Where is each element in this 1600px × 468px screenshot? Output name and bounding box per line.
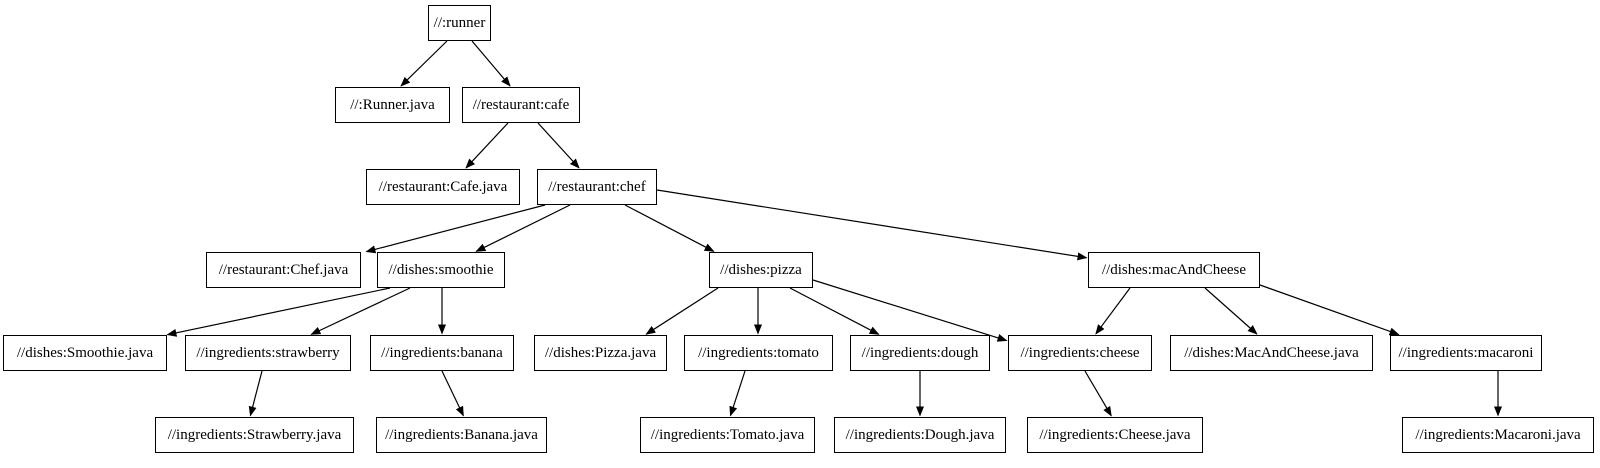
graph-node-label: //dishes:smoothie <box>388 261 494 278</box>
graph-node-macaroni[interactable]: //ingredients:macaroni <box>1390 335 1542 371</box>
graph-node-macandcheese[interactable]: //dishes:macAndCheese <box>1088 252 1260 288</box>
graph-edge-pizza-to-dough <box>789 287 880 335</box>
graph-edge-macandcheese-to-macaroni <box>1259 284 1400 336</box>
graph-node-label: //ingredients:Cheese.java <box>1039 426 1191 443</box>
graph-edge-smoothie-to-strawberry <box>310 287 411 335</box>
graph-node-label: //ingredients:macaroni <box>1398 344 1534 361</box>
graph-edge-cafe-to-chef <box>537 122 580 169</box>
graph-node-label: //dishes:Pizza.java <box>544 344 657 361</box>
graph-edge-banana-to-banana_java <box>441 370 464 417</box>
graph-node-strawberry[interactable]: //ingredients:strawberry <box>185 335 351 371</box>
graph-node-label: //ingredients:Tomato.java <box>650 426 805 443</box>
graph-node-tomato_java[interactable]: //ingredients:Tomato.java <box>640 417 815 453</box>
graph-node-label: //ingredients:Dough.java <box>845 426 995 443</box>
graph-node-label: //restaurant:Chef.java <box>218 261 349 278</box>
graph-node-label: //:runner <box>433 14 486 31</box>
graph-node-macandcheese_java[interactable]: //dishes:MacAndCheese.java <box>1170 335 1373 371</box>
graph-node-dough[interactable]: //ingredients:dough <box>850 335 990 371</box>
graph-edge-tomato-to-tomato_java <box>729 370 746 417</box>
graph-node-label: //:Runner.java <box>350 96 435 113</box>
graph-edge-chef-to-macandcheese <box>656 189 1088 261</box>
graph-node-chef[interactable]: //restaurant:chef <box>537 169 657 205</box>
graph-node-label: //ingredients:cheese <box>1020 344 1140 361</box>
graph-edge-pizza-to-cheese <box>812 279 1008 342</box>
graph-edge-macandcheese-to-cheese <box>1095 287 1131 335</box>
graph-node-label: //ingredients:Macaroni.java <box>1415 426 1581 443</box>
graph-node-cafe_java[interactable]: //restaurant:Cafe.java <box>366 169 520 205</box>
graph-edge-cheese-to-cheese_java <box>1084 370 1112 417</box>
graph-node-banana_java[interactable]: //ingredients:Banana.java <box>376 417 547 453</box>
graph-edge-macandcheese-to-macandcheese_java <box>1204 287 1258 335</box>
graph-node-label: //dishes:Smoothie.java <box>16 344 154 361</box>
graph-node-label: //dishes:macAndCheese <box>1101 261 1247 278</box>
graph-edge-chef-to-smoothie <box>475 204 571 252</box>
graph-node-label: //dishes:pizza <box>720 261 802 278</box>
graph-edge-chef-to-chef_java <box>365 204 546 254</box>
graph-edge-runner-to-runner_java <box>400 40 448 87</box>
graph-node-cheese[interactable]: //ingredients:cheese <box>1008 335 1152 371</box>
graph-node-label: //ingredients:tomato <box>698 344 819 361</box>
graph-edge-pizza-to-pizza_java <box>645 287 719 335</box>
graph-node-label: //ingredients:banana <box>381 344 503 361</box>
graph-node-chef_java[interactable]: //restaurant:Chef.java <box>206 252 361 288</box>
graph-node-label: //ingredients:Banana.java <box>385 426 538 443</box>
graph-node-banana[interactable]: //ingredients:banana <box>370 335 514 371</box>
graph-node-runner_java[interactable]: //:Runner.java <box>335 87 450 123</box>
graph-node-pizza_java[interactable]: //dishes:Pizza.java <box>534 335 667 371</box>
graph-node-strawberry_java[interactable]: //ingredients:Strawberry.java <box>155 417 354 453</box>
graph-node-cheese_java[interactable]: //ingredients:Cheese.java <box>1027 417 1203 453</box>
graph-node-label: //ingredients:strawberry <box>196 344 340 361</box>
graph-edge-smoothie-to-smoothie_java <box>166 287 391 337</box>
graph-node-cafe[interactable]: //restaurant:cafe <box>462 87 580 123</box>
graph-node-label: //dishes:MacAndCheese.java <box>1184 344 1359 361</box>
graph-edge-chef-to-pizza <box>624 204 715 252</box>
graph-node-runner[interactable]: //:runner <box>428 5 491 41</box>
graph-node-label: //restaurant:chef <box>548 178 646 195</box>
graph-edge-runner-to-cafe <box>471 40 511 87</box>
graph-node-smoothie[interactable]: //dishes:smoothie <box>377 252 505 288</box>
graph-edge-strawberry-to-strawberry_java <box>248 370 263 417</box>
graph-node-label: //ingredients:dough <box>861 344 979 361</box>
graph-node-macaroni_java[interactable]: //ingredients:Macaroni.java <box>1402 417 1594 453</box>
graph-edge-cafe-to-cafe_java <box>465 122 509 169</box>
graph-node-label: //ingredients:Strawberry.java <box>167 426 342 443</box>
graph-node-dough_java[interactable]: //ingredients:Dough.java <box>834 417 1006 453</box>
graph-node-smoothie_java[interactable]: //dishes:Smoothie.java <box>3 335 167 371</box>
graph-node-pizza[interactable]: //dishes:pizza <box>709 252 813 288</box>
graph-node-label: //restaurant:cafe <box>472 96 570 113</box>
graph-node-label: //restaurant:Cafe.java <box>378 178 508 195</box>
graph-node-tomato[interactable]: //ingredients:tomato <box>684 335 833 371</box>
